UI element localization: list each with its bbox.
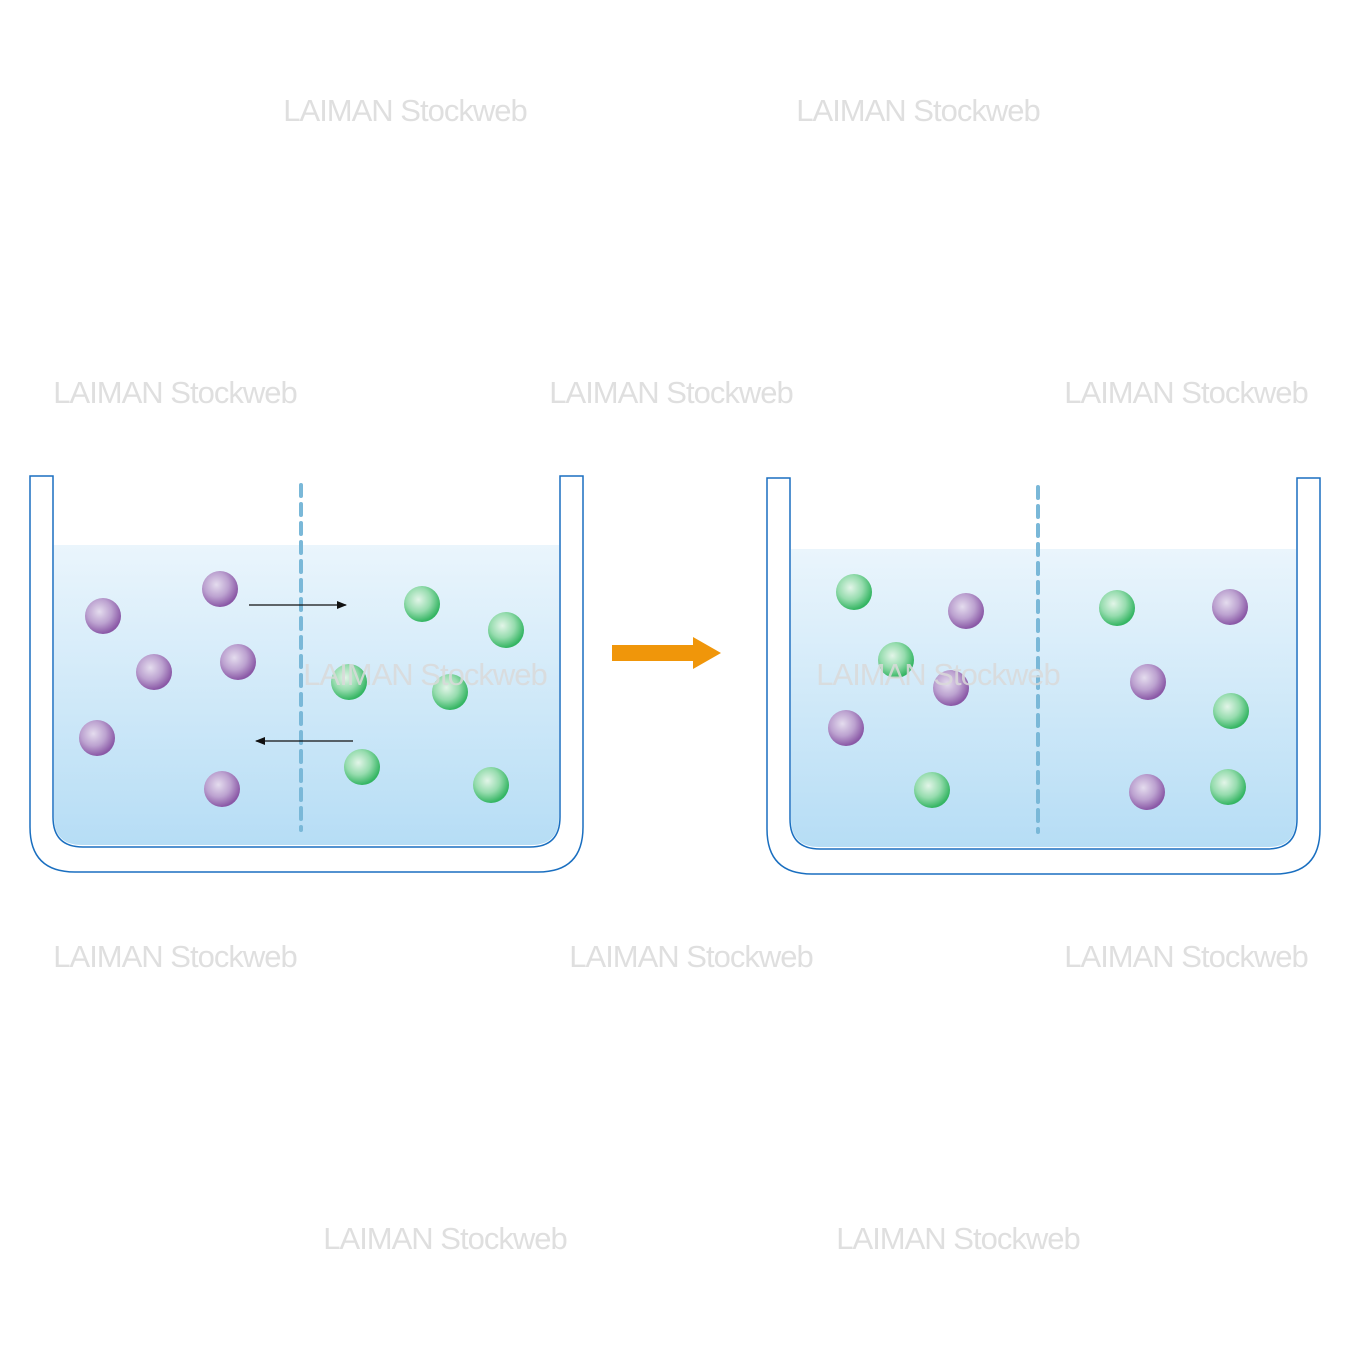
purple-molecule: [1212, 589, 1248, 625]
watermark-text: LAIMAN Stockweb: [1064, 939, 1307, 974]
watermark-text: LAIMAN Stockweb: [53, 939, 296, 974]
green-molecule: [914, 772, 950, 808]
purple-molecule: [948, 593, 984, 629]
green-molecule: [878, 642, 914, 678]
purple-molecule: [85, 598, 121, 634]
purple-molecule: [79, 720, 115, 756]
liquid: [791, 549, 1296, 847]
green-molecule: [473, 767, 509, 803]
green-molecule: [1213, 693, 1249, 729]
liquid: [54, 545, 559, 845]
container-wall: [766, 477, 1321, 875]
watermark-text: LAIMAN Stockweb: [303, 657, 546, 692]
watermark-text: LAIMAN Stockweb: [836, 1221, 1079, 1256]
purple-molecule: [933, 670, 969, 706]
green-molecule: [331, 664, 367, 700]
green-molecule: [404, 586, 440, 622]
purple-molecule: [1130, 664, 1166, 700]
purple-molecule: [202, 571, 238, 607]
purple-molecule: [1129, 774, 1165, 810]
green-molecule: [344, 749, 380, 785]
purple-molecule: [136, 654, 172, 690]
watermark-text: LAIMAN Stockweb: [323, 1221, 566, 1256]
watermark-text: LAIMAN Stockweb: [796, 93, 1039, 128]
watermark-text: LAIMAN Stockweb: [53, 375, 296, 410]
beaker-before: [29, 475, 584, 873]
watermark-text: LAIMAN Stockweb: [549, 375, 792, 410]
watermark-text: LAIMAN Stockweb: [816, 657, 1059, 692]
green-molecule: [836, 574, 872, 610]
green-molecule: [1210, 769, 1246, 805]
green-molecule: [488, 612, 524, 648]
green-molecule: [1099, 590, 1135, 626]
beaker-after: [766, 477, 1321, 875]
green-molecule: [432, 674, 468, 710]
container-wall: [29, 475, 584, 873]
watermark-text: LAIMAN Stockweb: [569, 939, 812, 974]
purple-molecule: [204, 771, 240, 807]
purple-molecule: [828, 710, 864, 746]
process-arrow: [612, 637, 721, 669]
watermark-text: LAIMAN Stockweb: [283, 93, 526, 128]
purple-molecule: [220, 644, 256, 680]
watermark-text: LAIMAN Stockweb: [1064, 375, 1307, 410]
